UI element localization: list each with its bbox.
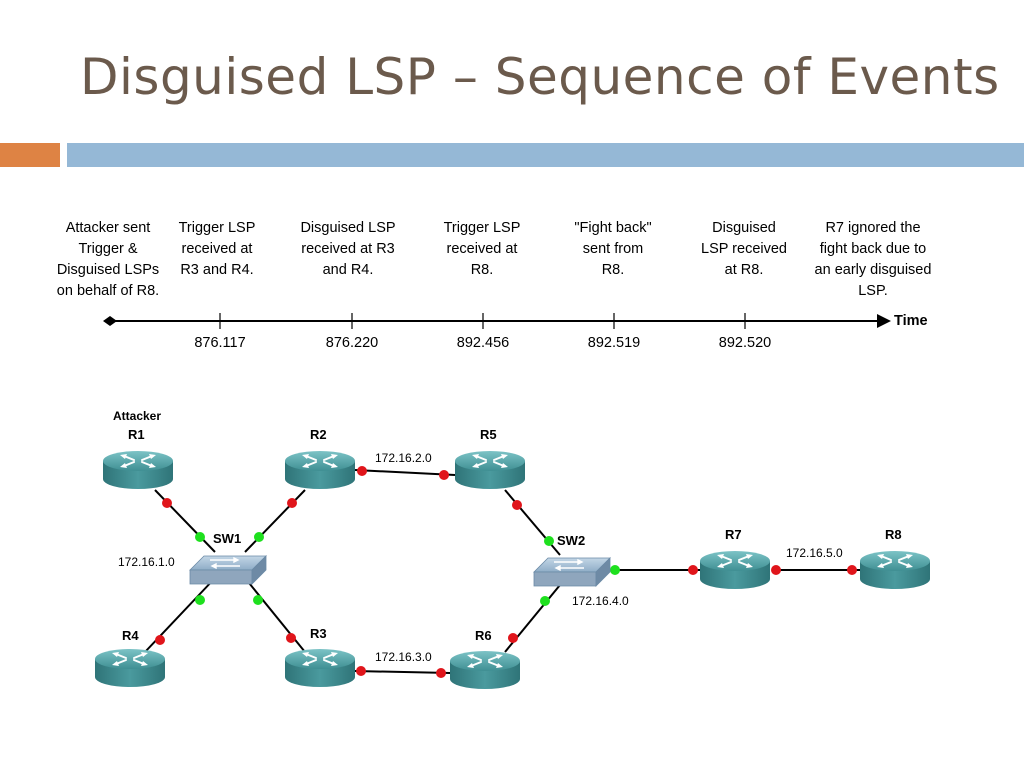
router-icon (699, 550, 771, 590)
timestamp-1: 876.117 (194, 335, 246, 351)
router-r8-label: R8 (885, 527, 902, 542)
port-up-dot (610, 565, 620, 575)
timestamp-4: 892.519 (587, 335, 641, 351)
header-accent-blue (67, 143, 1024, 167)
router-icon (102, 450, 174, 490)
router-r4[interactable] (94, 648, 166, 688)
subnet-label: 172.16.1.0 (118, 555, 175, 569)
router-r1[interactable] (102, 450, 174, 490)
port-down-dot (287, 498, 297, 508)
switch-sw2[interactable] (533, 557, 611, 587)
switch-icon (533, 557, 611, 587)
port-down-dot (847, 565, 857, 575)
switch-sw2-label: SW2 (557, 533, 585, 548)
router-r6[interactable] (449, 650, 521, 690)
port-down-dot (162, 498, 172, 508)
switch-sw1-label: SW1 (213, 531, 241, 546)
attacker-label: Attacker (113, 409, 161, 423)
port-down-dot (286, 633, 296, 643)
port-up-dot (253, 595, 263, 605)
timestamp-3: 892.456 (456, 335, 510, 351)
port-down-dot (512, 500, 522, 510)
port-down-dot (439, 470, 449, 480)
router-r4-label: R4 (122, 628, 139, 643)
switch-icon (189, 555, 267, 585)
router-r1-label: R1 (128, 427, 145, 442)
router-r7-label: R7 (725, 527, 742, 542)
router-r7[interactable] (699, 550, 771, 590)
router-icon (859, 550, 931, 590)
switch-sw1[interactable] (189, 555, 267, 585)
header-accent-orange (0, 143, 60, 167)
subnet-label: 172.16.2.0 (375, 451, 432, 465)
port-up-dot (195, 595, 205, 605)
subnet-label: 172.16.5.0 (786, 546, 843, 560)
router-icon (284, 450, 356, 490)
port-indicators (155, 466, 857, 678)
timestamp-2: 876.220 (325, 335, 379, 351)
port-down-dot (771, 565, 781, 575)
router-icon (284, 648, 356, 688)
router-r5[interactable] (454, 450, 526, 490)
router-icon (454, 450, 526, 490)
timestamp-5: 892.520 (718, 335, 772, 351)
time-axis-label: Time (894, 313, 928, 329)
port-down-dot (357, 466, 367, 476)
subnet-label: 172.16.4.0 (572, 594, 629, 608)
timeline-axis (103, 313, 891, 329)
port-down-dot (508, 633, 518, 643)
page-title: Disguised LSP – Sequence of Events (80, 48, 1000, 106)
router-r2[interactable] (284, 450, 356, 490)
router-r3-label: R3 (310, 626, 327, 641)
router-r5-label: R5 (480, 427, 497, 442)
port-down-dot (155, 635, 165, 645)
router-icon (94, 648, 166, 688)
port-down-dot (356, 666, 366, 676)
router-r3[interactable] (284, 648, 356, 688)
router-icon (449, 650, 521, 690)
port-up-dot (195, 532, 205, 542)
subnet-label: 172.16.3.0 (375, 650, 432, 664)
timeline-arrow-head (877, 314, 891, 328)
port-up-dot (540, 596, 550, 606)
port-up-dot (254, 532, 264, 542)
port-down-dot (688, 565, 698, 575)
port-up-dot (544, 536, 554, 546)
timeline-start-diamond (103, 316, 117, 326)
router-r8[interactable] (859, 550, 931, 590)
port-down-dot (436, 668, 446, 678)
router-r2-label: R2 (310, 427, 327, 442)
router-r6-label: R6 (475, 628, 492, 643)
